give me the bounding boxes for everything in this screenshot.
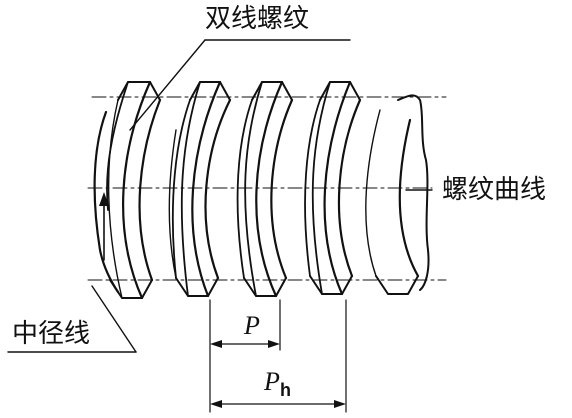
label-helix: 螺纹曲线 — [442, 175, 546, 205]
thread-flanks — [106, 80, 420, 300]
double-thread-leader — [129, 39, 206, 131]
reference-lines — [87, 96, 447, 281]
label-lead: P — [263, 367, 280, 396]
label-pitch-line: 中径线 — [12, 319, 90, 349]
label-lead-subscript: h — [280, 380, 291, 400]
left-end-face — [93, 110, 120, 294]
label-double-thread: 双线螺纹 — [205, 4, 309, 34]
pitch-dimension: P — [209, 299, 281, 413]
right-break-line — [397, 94, 430, 291]
screw-body — [93, 80, 430, 300]
lead-arrow-left — [210, 400, 222, 408]
pitch-arrow-left — [210, 340, 222, 348]
label-pitch: P — [243, 311, 260, 340]
lead-arrow-right — [334, 400, 346, 408]
top-crests — [117, 81, 361, 101]
bottom-roots — [109, 275, 419, 299]
lead-dimension: P h — [210, 299, 347, 413]
helix-arrow-head — [99, 192, 109, 206]
pitch-line-leader — [91, 285, 137, 353]
pitch-arrow-right — [268, 340, 280, 348]
